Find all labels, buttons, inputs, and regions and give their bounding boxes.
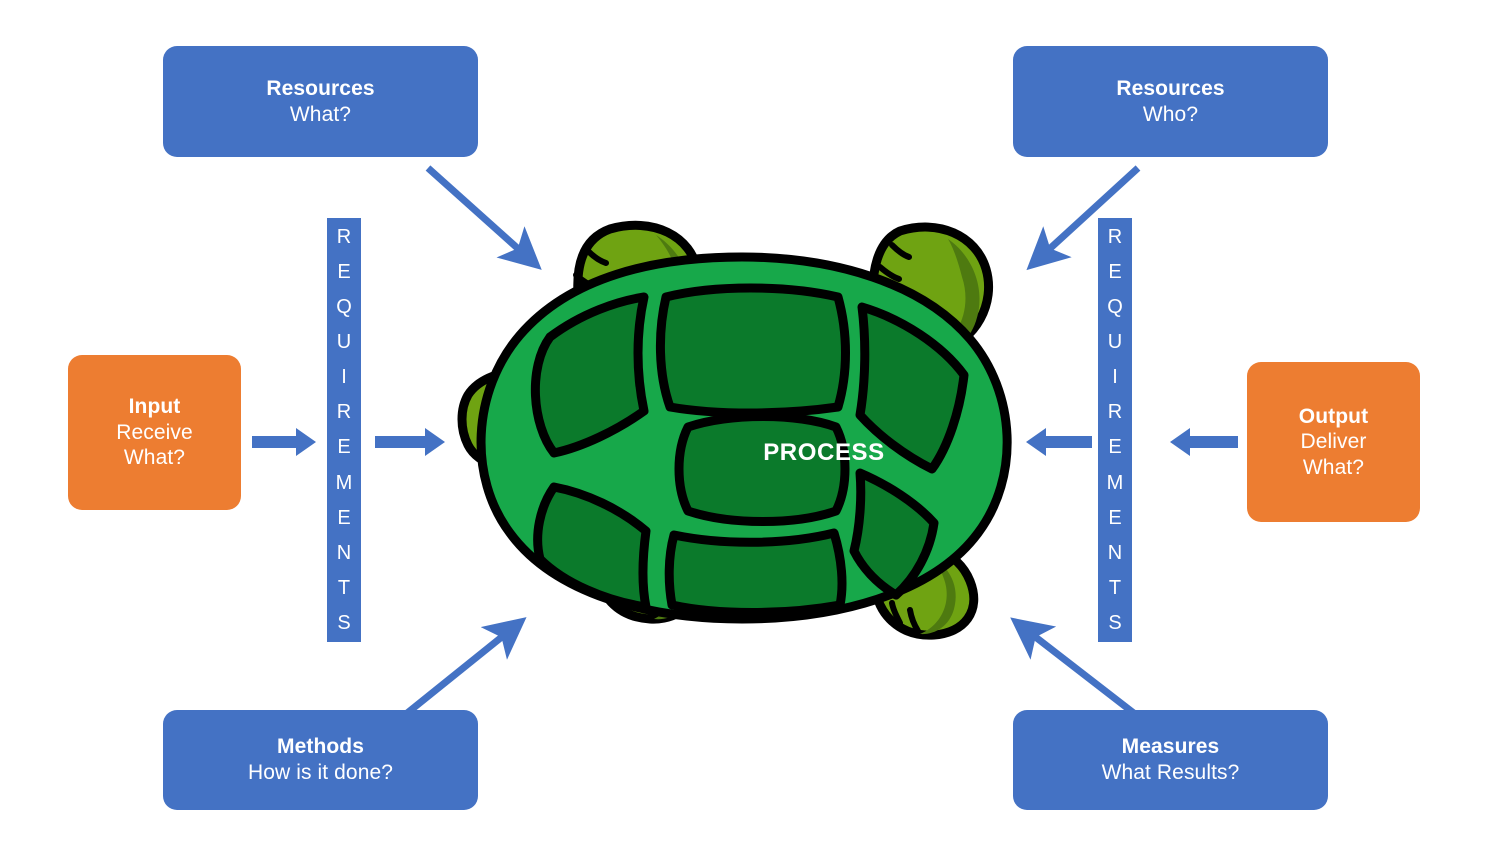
requirements-bar-right: R E Q U I R E M E N T S bbox=[1098, 218, 1132, 642]
requirements-letter: S bbox=[337, 611, 351, 634]
box-input[interactable]: Input Receive What? bbox=[68, 355, 241, 510]
box-line3: What? bbox=[123, 446, 186, 470]
box-line2: Receive bbox=[116, 420, 193, 444]
box-title: Resources bbox=[266, 76, 375, 100]
requirements-letter: N bbox=[1107, 541, 1123, 564]
box-output[interactable]: Output Deliver What? bbox=[1247, 362, 1420, 522]
requirements-letter: M bbox=[335, 471, 353, 494]
requirements-letter: T bbox=[1108, 576, 1122, 599]
box-measures[interactable]: Measures What Results? bbox=[1013, 710, 1328, 810]
box-subtitle: What Results? bbox=[1101, 761, 1240, 784]
requirements-letter: R bbox=[1107, 401, 1123, 424]
box-line3: What? bbox=[1302, 455, 1365, 479]
box-title: Resources bbox=[1116, 76, 1225, 100]
requirements-bar-left: R E Q U I R E M E N T S bbox=[327, 218, 361, 642]
requirements-letter: I bbox=[341, 366, 347, 389]
requirements-letter: N bbox=[336, 541, 352, 564]
box-title: Input bbox=[128, 395, 181, 419]
box-title: Methods bbox=[276, 735, 365, 759]
box-methods[interactable]: Methods How is it done? bbox=[163, 710, 478, 810]
box-subtitle: How is it done? bbox=[247, 761, 394, 784]
arrow-input-to-requirements bbox=[252, 428, 316, 456]
requirements-letter: E bbox=[337, 436, 351, 459]
requirements-letter: R bbox=[336, 401, 352, 424]
requirements-letter: Q bbox=[336, 296, 352, 319]
box-subtitle: What? bbox=[289, 102, 352, 126]
requirements-letter: E bbox=[1108, 436, 1122, 459]
arrow-requirements-to-output bbox=[1170, 428, 1238, 456]
requirements-letter: R bbox=[1107, 226, 1123, 248]
box-line2: Deliver bbox=[1300, 430, 1367, 454]
requirements-letter: T bbox=[337, 576, 351, 599]
box-resources-who[interactable]: Resources Who? bbox=[1013, 46, 1328, 157]
box-subtitle: Who? bbox=[1142, 102, 1199, 126]
turtle-illustration bbox=[430, 215, 1050, 640]
requirements-letter: Q bbox=[1107, 296, 1123, 319]
requirements-letter: U bbox=[336, 331, 352, 354]
requirements-letter: U bbox=[1107, 331, 1123, 354]
requirements-letter: E bbox=[1108, 261, 1122, 284]
requirements-letter: E bbox=[337, 506, 351, 529]
box-title: Measures bbox=[1121, 735, 1220, 759]
requirements-letter: E bbox=[337, 261, 351, 284]
requirements-letter: S bbox=[1108, 611, 1122, 634]
box-title: Output bbox=[1298, 404, 1369, 428]
requirements-letter: I bbox=[1112, 366, 1118, 389]
box-resources-what[interactable]: Resources What? bbox=[163, 46, 478, 157]
requirements-letter: E bbox=[1108, 506, 1122, 529]
requirements-letter: M bbox=[1106, 471, 1124, 494]
requirements-letter: R bbox=[336, 226, 352, 248]
